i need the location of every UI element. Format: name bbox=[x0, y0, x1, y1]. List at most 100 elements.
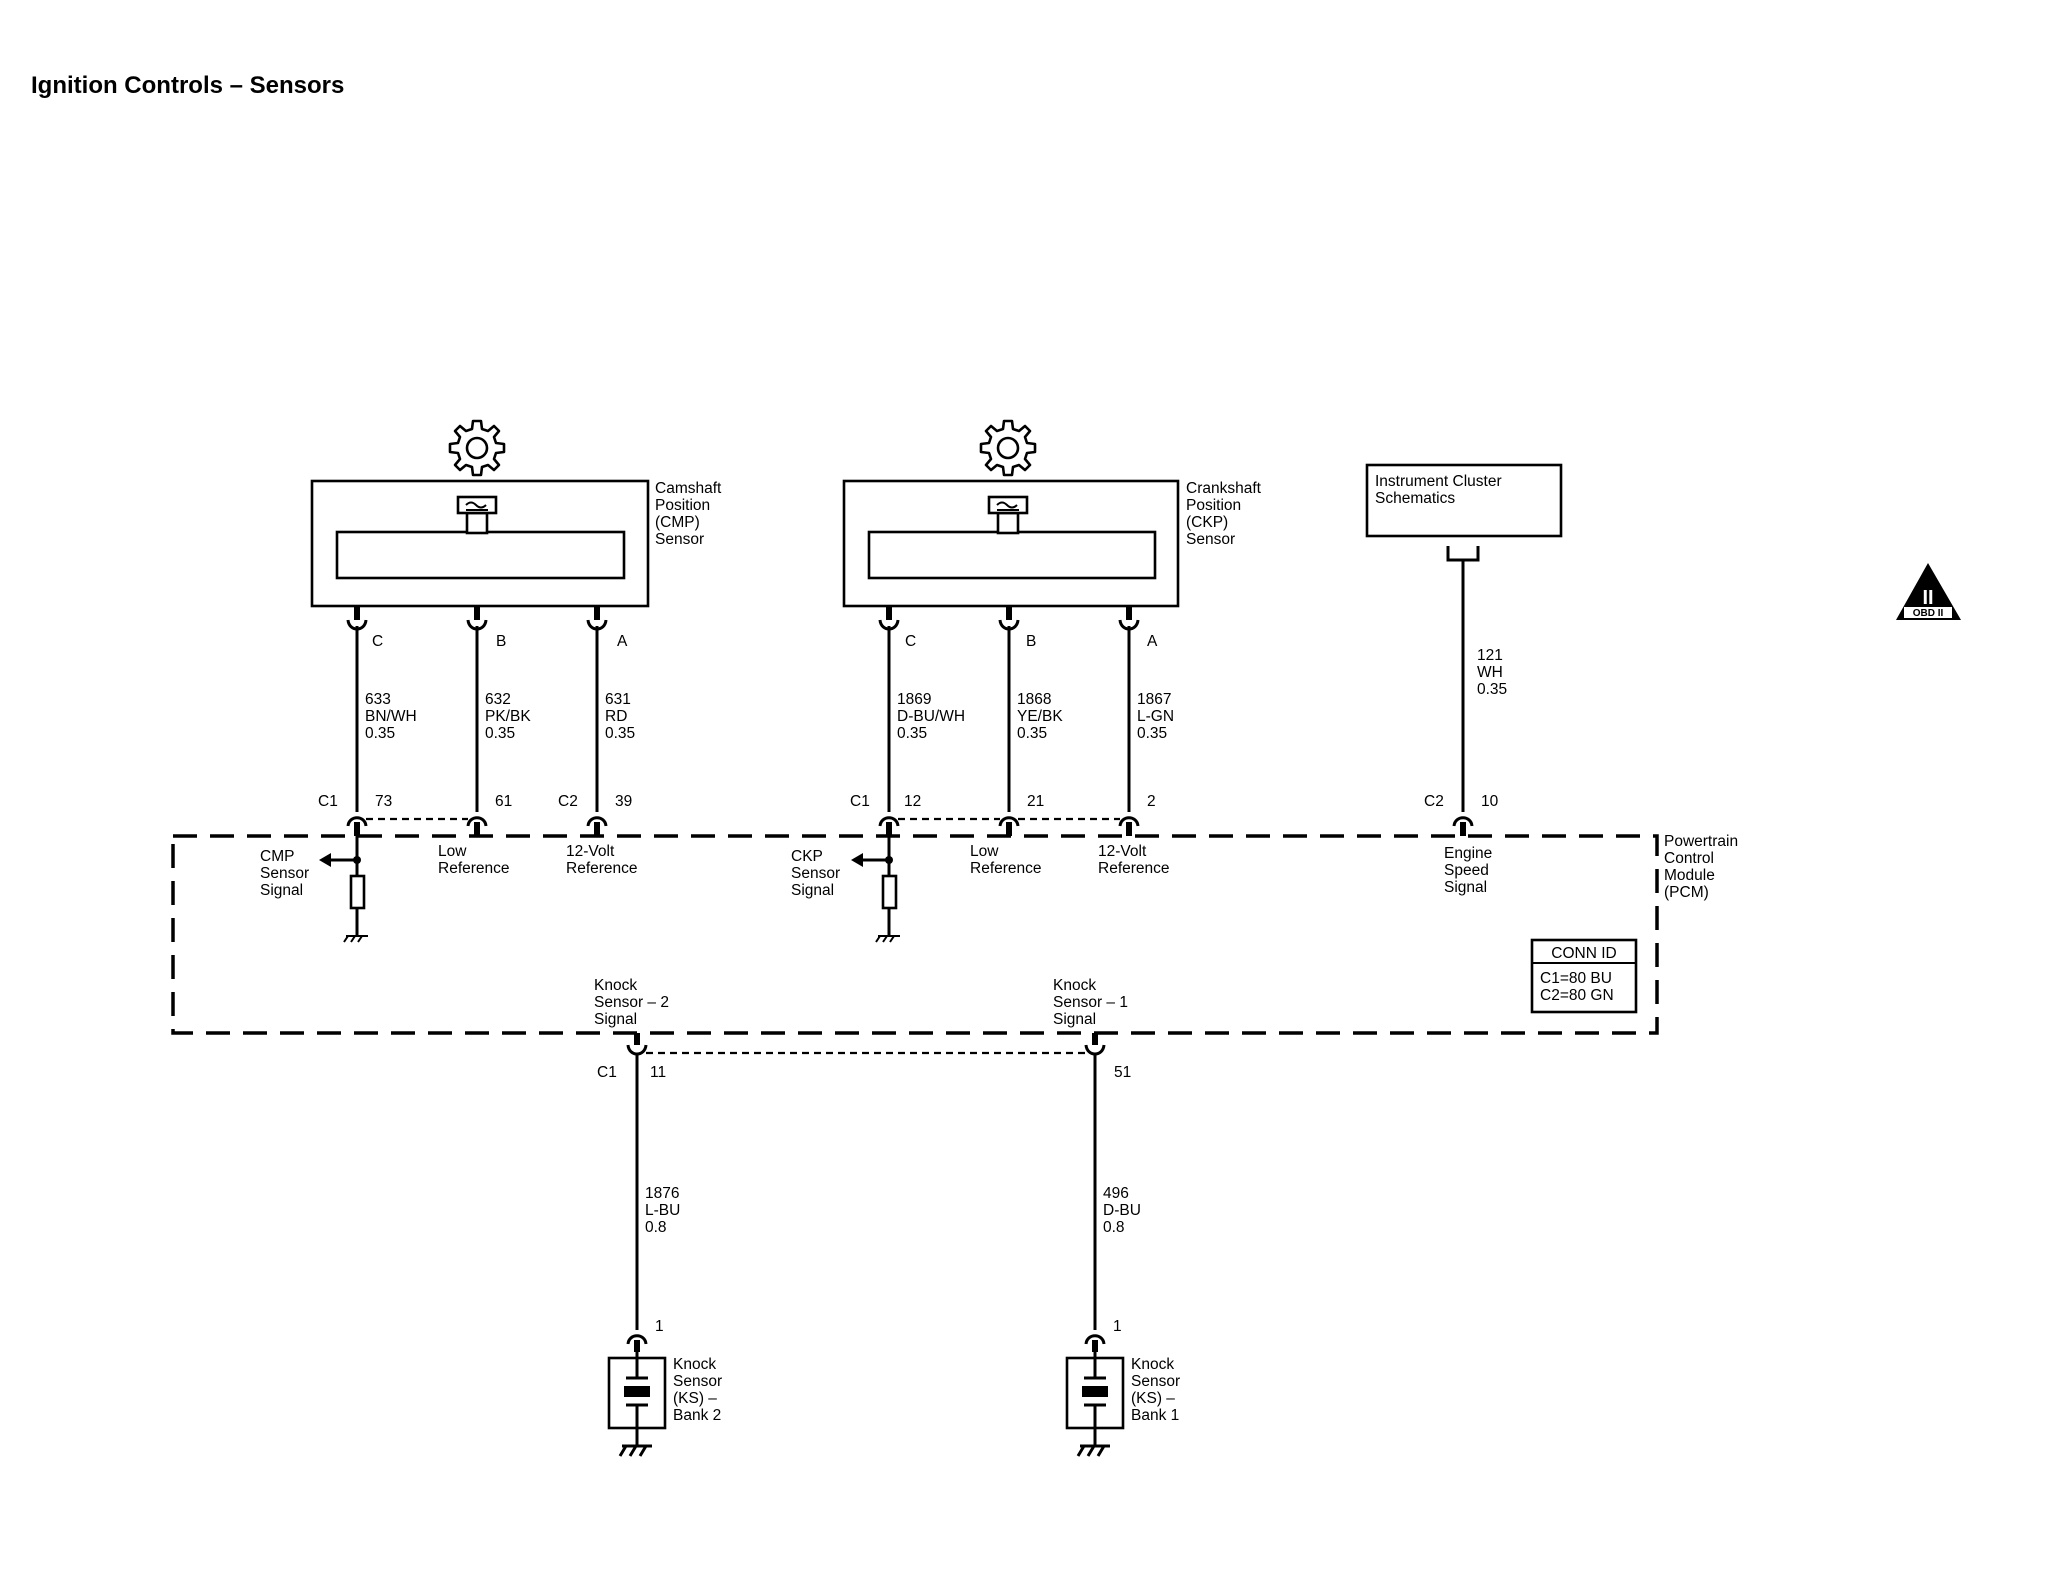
ks2-label-2: Sensor bbox=[673, 1373, 722, 1390]
ckp-sensor-label-4: Sensor bbox=[1186, 531, 1235, 548]
wire-121-color: WH bbox=[1477, 664, 1503, 681]
conn-id-line-2: C2=80 GN bbox=[1540, 987, 1614, 1004]
ckp-signal-label-1: CKP bbox=[791, 848, 823, 865]
ckp-sensor-label-2: Position bbox=[1186, 497, 1241, 514]
cmp-sensor: Camshaft Position (CMP) Sensor bbox=[310, 419, 722, 608]
wire-633-color: BN/WH bbox=[365, 708, 417, 725]
wire-633-gauge: 0.35 bbox=[365, 725, 395, 742]
wire-1868-color: YE/BK bbox=[1017, 708, 1063, 725]
ks2-signal-label-2: Sensor – 2 bbox=[594, 994, 669, 1011]
ks1-signal-label-3: Signal bbox=[1053, 1011, 1096, 1028]
cmp-signal-label-2: Sensor bbox=[260, 865, 309, 882]
ks2-label-3: (KS) – bbox=[673, 1390, 717, 1407]
ckp-pin-a: A bbox=[1147, 633, 1158, 650]
cmp-pin-b: B bbox=[496, 633, 506, 650]
ckp-low-ref-label-1: Low bbox=[970, 843, 999, 860]
wire-121-number: 121 bbox=[1477, 647, 1503, 664]
pin-21: 21 bbox=[1027, 793, 1044, 810]
instrument-cluster-box[interactable]: Instrument Cluster Schematics bbox=[1365, 463, 1563, 562]
ks1-label-4: Bank 1 bbox=[1131, 1407, 1179, 1424]
instrument-cluster-label-1: Instrument Cluster bbox=[1375, 473, 1502, 490]
ks2-signal-label-1: Knock bbox=[594, 977, 637, 994]
cmp-sensor-element bbox=[335, 530, 626, 580]
conn-c2-cmp: C2 bbox=[558, 793, 578, 810]
wire-1876-gauge: 0.8 bbox=[645, 1219, 667, 1236]
conn-c2-engine-speed: C2 bbox=[1424, 793, 1444, 810]
wire-1868-number: 1868 bbox=[1017, 691, 1051, 708]
wire-1868-gauge: 0.35 bbox=[1017, 725, 1047, 742]
wire-1867-color: L-GN bbox=[1137, 708, 1174, 725]
pin-61: 61 bbox=[495, 793, 512, 810]
wire-496-number: 496 bbox=[1103, 1185, 1129, 1202]
ks2-label-4: Bank 2 bbox=[673, 1407, 721, 1424]
arrow-left-icon bbox=[319, 853, 331, 867]
pcm-label-2: Control bbox=[1664, 850, 1714, 867]
cmp-sensor-label-4: Sensor bbox=[655, 531, 704, 548]
resistor-icon bbox=[349, 874, 366, 910]
wire-632-gauge: 0.35 bbox=[485, 725, 515, 742]
wire-1876-color: L-BU bbox=[645, 1202, 680, 1219]
piezo-element-icon bbox=[624, 1386, 650, 1397]
wire-1876-number: 1876 bbox=[645, 1185, 679, 1202]
instrument-cluster-label-2: Schematics bbox=[1375, 490, 1455, 507]
ks1-label-2: Sensor bbox=[1131, 1373, 1180, 1390]
conn-c1-ckp: C1 bbox=[850, 793, 870, 810]
cmp-signal-label-3: Signal bbox=[260, 882, 303, 899]
cmp-signal-label-1: CMP bbox=[260, 848, 294, 865]
cmp-low-ref-label-1: Low bbox=[438, 843, 467, 860]
engine-speed-label-2: Speed bbox=[1444, 862, 1489, 879]
cmp-sensor-label-1: Camshaft bbox=[655, 480, 722, 497]
wire-labels: 633 BN/WH 0.35 632 PK/BK 0.35 631 RD 0.3… bbox=[365, 647, 1507, 742]
pin-39: 39 bbox=[615, 793, 632, 810]
pcm-label-4: (PCM) bbox=[1664, 884, 1709, 901]
ground-icon bbox=[343, 935, 368, 943]
ckp-sensor-label-3: (CKP) bbox=[1186, 514, 1228, 531]
pin-12: 12 bbox=[904, 793, 921, 810]
cmp-12v-ref-label-1: 12-Volt bbox=[566, 843, 615, 860]
ground-icon bbox=[875, 935, 900, 943]
pcm-label-1: Powertrain bbox=[1664, 833, 1738, 850]
engine-speed-label-3: Signal bbox=[1444, 879, 1487, 896]
ks1-label-1: Knock bbox=[1131, 1356, 1174, 1373]
wire-1867-number: 1867 bbox=[1137, 691, 1171, 708]
conn-id-header: CONN ID bbox=[1551, 945, 1616, 962]
cmp-sensor-label-2: Position bbox=[655, 497, 710, 514]
ckp-sensor: Crankshaft Position (CKP) Sensor bbox=[842, 419, 1262, 608]
ground-icon bbox=[618, 1444, 652, 1457]
cmp-low-ref-label-2: Reference bbox=[438, 860, 510, 877]
wire-121-gauge: 0.35 bbox=[1477, 681, 1507, 698]
pcm-terminals-bottom: C1 11 51 1876 L-BU 0.8 496 D-BU 0.8 bbox=[597, 1033, 1141, 1330]
page-title: Ignition Controls – Sensors bbox=[31, 72, 344, 99]
ckp-sensor-element bbox=[867, 530, 1157, 580]
conn-c1-cmp: C1 bbox=[318, 793, 338, 810]
ckp-signal-label-3: Signal bbox=[791, 882, 834, 899]
pin-11: 11 bbox=[650, 1064, 666, 1081]
arrow-left-icon bbox=[851, 853, 863, 867]
gear-icon bbox=[979, 419, 1037, 477]
cmp-sensor-label-3: (CMP) bbox=[655, 514, 700, 531]
wire-632-color: PK/BK bbox=[485, 708, 531, 725]
connector-tab-icon bbox=[1446, 546, 1480, 562]
obd-ii-badge: II OBD II bbox=[1896, 563, 1961, 620]
ks1-label-3: (KS) – bbox=[1131, 1390, 1175, 1407]
pcm-terminals-top: C1 73 61 C2 39 C1 12 21 2 C2 10 bbox=[318, 793, 1499, 836]
knock-sensor-bank-2: 1 Knock Sensor (KS) – Bank 2 bbox=[607, 1318, 722, 1457]
pcm-internal-ckp bbox=[851, 836, 900, 943]
sensor-pins: C B A C B A bbox=[346, 606, 1158, 650]
ks1-signal-label-1: Knock bbox=[1053, 977, 1096, 994]
wire-1869-number: 1869 bbox=[897, 691, 931, 708]
obd-text: OBD II bbox=[1913, 608, 1944, 619]
knock-sensor-bank-1: 1 Knock Sensor (KS) – Bank 1 bbox=[1065, 1318, 1180, 1457]
conn-c1-ks: C1 bbox=[597, 1064, 617, 1081]
ks1-signal-label-2: Sensor – 1 bbox=[1053, 994, 1128, 1011]
pcm-labels: Powertrain Control Module (PCM) CMP Sens… bbox=[260, 833, 1738, 1028]
wire-631-number: 631 bbox=[605, 691, 631, 708]
ckp-pin-b: B bbox=[1026, 633, 1036, 650]
cmp-12v-ref-label-2: Reference bbox=[566, 860, 638, 877]
wire-1869-gauge: 0.35 bbox=[897, 725, 927, 742]
ground-icon bbox=[1076, 1444, 1110, 1457]
wire-496-gauge: 0.8 bbox=[1103, 1219, 1125, 1236]
pcm-boundary bbox=[171, 834, 1659, 1035]
wire-632-number: 632 bbox=[485, 691, 511, 708]
